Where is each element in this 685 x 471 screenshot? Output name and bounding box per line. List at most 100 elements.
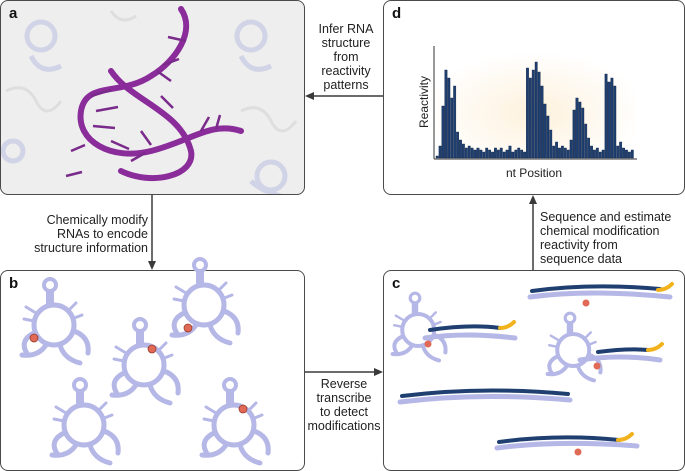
rna-molecule	[172, 259, 238, 343]
reactivity-bar	[494, 147, 497, 159]
reactivity-bar	[572, 109, 576, 159]
reactivity-bar	[447, 77, 451, 159]
probe-dot	[238, 404, 248, 414]
reactivity-bar	[581, 107, 585, 159]
reactivity-bar	[607, 81, 611, 159]
rna-3d-structure-image	[1, 6, 298, 194]
reactivity-bar	[537, 71, 541, 159]
reactivity-bar	[464, 147, 468, 159]
reactivity-bar	[590, 145, 593, 159]
reactivity-bar	[441, 105, 445, 159]
reactivity-bar	[598, 151, 602, 159]
reactivity-bar	[601, 149, 605, 159]
reactivity-bar	[473, 149, 477, 159]
reactivity-bar	[534, 61, 538, 159]
reverse-transcribe-note: Reverse transcribe to detect modificatio…	[307, 377, 381, 433]
reactivity-bar	[502, 151, 506, 159]
reactivity-bar	[558, 147, 561, 159]
rna-molecule	[112, 319, 178, 403]
reactivity-bar	[546, 115, 550, 159]
panel-label-d: d	[392, 5, 402, 22]
reactivity-bar	[517, 147, 521, 159]
reactivity-bar	[593, 149, 596, 159]
x-axis-label: nt Position	[506, 166, 562, 180]
reactivity-bar	[622, 147, 625, 159]
reactivity-bar	[467, 145, 471, 159]
reactivity-bar	[584, 123, 588, 159]
rna-cdna-hybrid	[548, 313, 664, 380]
rna-molecule	[22, 279, 88, 363]
reactivity-bar	[575, 97, 579, 159]
panel-label-b: b	[9, 275, 19, 292]
reactivity-bar	[508, 145, 512, 159]
reactivity-bar	[528, 77, 532, 159]
panel-label-c: c	[392, 275, 401, 292]
probe-dot	[147, 344, 157, 354]
reactivity-bar	[496, 149, 500, 159]
reactivity-bar	[511, 151, 515, 159]
sequence-estimate-note: Sequence and estimate chemical modificat…	[540, 210, 672, 266]
reactivity-bar	[456, 131, 459, 159]
reactivity-bar	[540, 85, 544, 159]
arrow-a-to-b	[148, 195, 156, 270]
reactivity-bar	[482, 151, 486, 159]
probe-dot	[183, 323, 193, 333]
reactivity-bar	[435, 155, 439, 159]
reactivity-bar	[552, 145, 556, 159]
reactivity-bar	[491, 151, 494, 159]
reactivity-bar	[520, 149, 524, 159]
reactivity-bar	[569, 139, 573, 159]
reactivity-bar	[595, 147, 599, 159]
reactivity-bar	[526, 67, 529, 159]
panel-label-a: a	[9, 5, 18, 22]
rna-cdna-hybrid	[393, 293, 518, 360]
reactivity-bar	[555, 141, 558, 159]
rna-molecule	[202, 379, 268, 463]
rna-cdna-duplex	[527, 282, 674, 307]
rna-cdna-duplex	[397, 388, 573, 405]
reactivity-bar	[625, 149, 628, 159]
reactivity-bar	[630, 149, 634, 159]
reactivity-bar	[616, 145, 620, 159]
arrow-c-to-d	[529, 195, 537, 270]
reactivity-bar	[476, 147, 480, 159]
reactivity-bar	[505, 149, 509, 159]
reactivity-bar	[438, 145, 442, 159]
reactivity-bar	[479, 149, 483, 159]
probe-dot	[29, 333, 39, 343]
reactivity-bar	[444, 69, 448, 159]
reactivity-bar	[563, 147, 567, 159]
reactivity-bar	[549, 129, 553, 159]
reactivity-bar	[485, 147, 489, 159]
y-axis-label: Reactivity	[417, 76, 431, 128]
reactivity-bar	[627, 151, 631, 159]
reactivity-bar	[514, 149, 518, 159]
reactivity-bar	[462, 143, 465, 159]
reactivity-bar	[619, 141, 623, 159]
reactivity-bar	[587, 137, 590, 159]
panel-a: a	[0, 0, 305, 195]
rna-cdna-duplex	[494, 432, 640, 456]
reactivity-bar	[450, 97, 454, 159]
reactivity-bar	[610, 77, 614, 159]
rna-molecule	[52, 379, 118, 463]
arrow-b-to-c	[305, 368, 383, 376]
chemically-modify-note: Chemically modify RNAs to encode structu…	[34, 213, 148, 255]
reactivity-bar	[531, 69, 535, 159]
reactivity-bar	[470, 147, 474, 159]
reactivity-bar	[578, 101, 582, 159]
reactivity-bar	[604, 73, 608, 159]
reactivity-bar	[566, 149, 570, 159]
reactivity-bar	[499, 147, 503, 159]
reactivity-bar	[613, 85, 617, 159]
arrow-d-to-a	[305, 92, 383, 100]
reactivity-bar	[453, 85, 457, 159]
reactivity-bar	[488, 149, 492, 159]
infer-structure-note: Infer RNA structure from reactivity patt…	[318, 22, 374, 92]
reactivity-bar	[523, 151, 526, 159]
reactivity-bar	[543, 103, 547, 159]
reactivity-bar	[561, 145, 564, 159]
reactivity-bar	[459, 139, 462, 159]
